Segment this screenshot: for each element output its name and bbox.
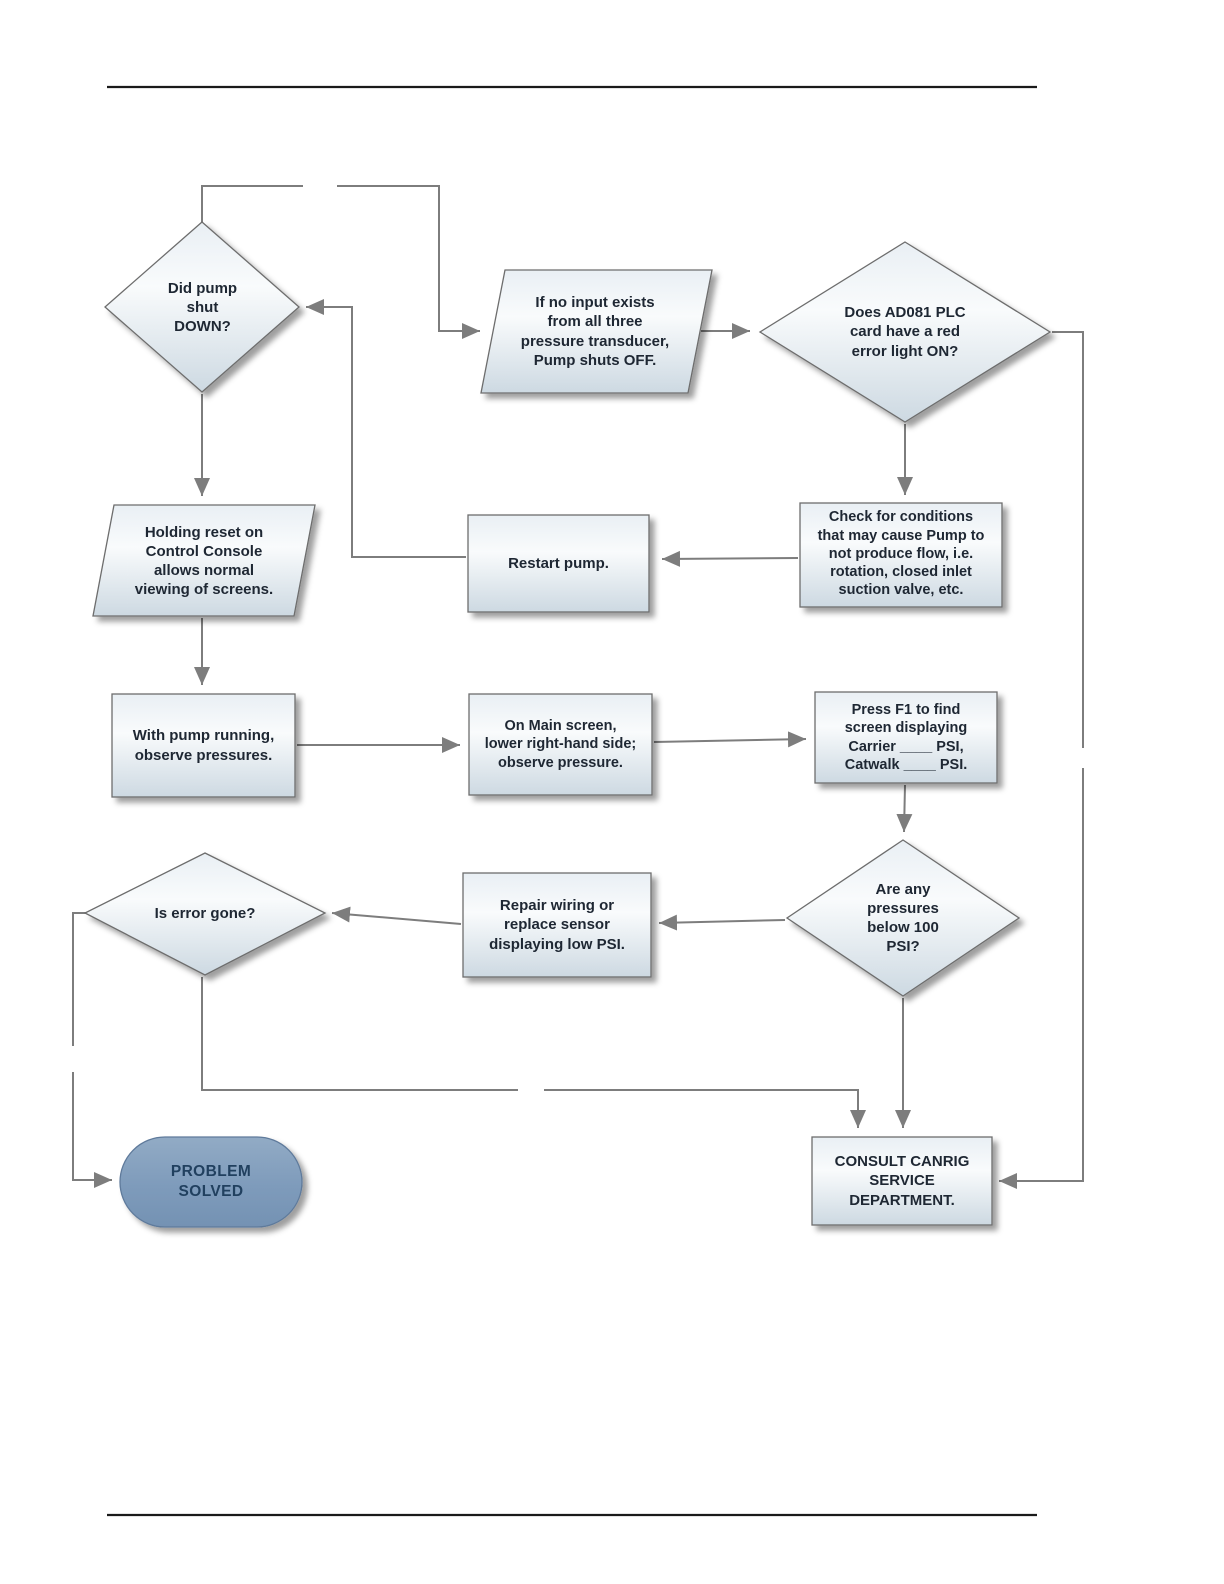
shape-check-conditions-rect bbox=[799, 502, 1003, 608]
shape-no-input-parallelogram bbox=[480, 269, 713, 394]
connector-errorgone-to-solved-b bbox=[72, 1072, 112, 1188]
shape-did-pump-shut-down-diamond bbox=[104, 221, 300, 393]
connector-mainscreen-to-pressf1 bbox=[653, 731, 807, 748]
shapes bbox=[83, 221, 1052, 1228]
connector-shutdown-to-noinput-b bbox=[337, 185, 480, 339]
shape-pump-running-rect bbox=[111, 693, 296, 798]
connector-below100-to-repairwiring bbox=[658, 914, 786, 931]
connector-errorgone-to-consult-b bbox=[544, 1089, 866, 1128]
connector-shutdown-to-noinput-a bbox=[201, 185, 303, 225]
shape-restart-pump-rect bbox=[467, 514, 650, 613]
shape-ad081-diamond bbox=[758, 241, 1052, 423]
connector-checkconditions-to-restart bbox=[661, 550, 799, 567]
connector-repairwiring-to-errorgone bbox=[331, 906, 462, 925]
shape-below-100-diamond bbox=[785, 839, 1021, 997]
connector-ad081-to-consult-a bbox=[1052, 331, 1084, 748]
connectors bbox=[72, 185, 1084, 1189]
shape-press-f1-rect bbox=[814, 691, 998, 784]
connector-restart-to-shutdown bbox=[306, 299, 466, 558]
connector-errorgone-to-solved-a bbox=[72, 912, 87, 1046]
connector-pressf1-to-below100 bbox=[896, 784, 913, 833]
connector-ad081-to-consult-b bbox=[999, 768, 1084, 1189]
shape-holding-reset-parallelogram bbox=[92, 504, 316, 617]
shape-repair-wiring-rect bbox=[462, 872, 652, 978]
shape-consult-canrig-rect bbox=[811, 1136, 993, 1226]
connector-errorgone-to-consult-a bbox=[201, 977, 518, 1091]
shape-main-screen-rect bbox=[468, 693, 653, 796]
shape-is-error-gone-diamond bbox=[83, 852, 327, 976]
shape-problem-solved-stadium bbox=[119, 1136, 303, 1228]
